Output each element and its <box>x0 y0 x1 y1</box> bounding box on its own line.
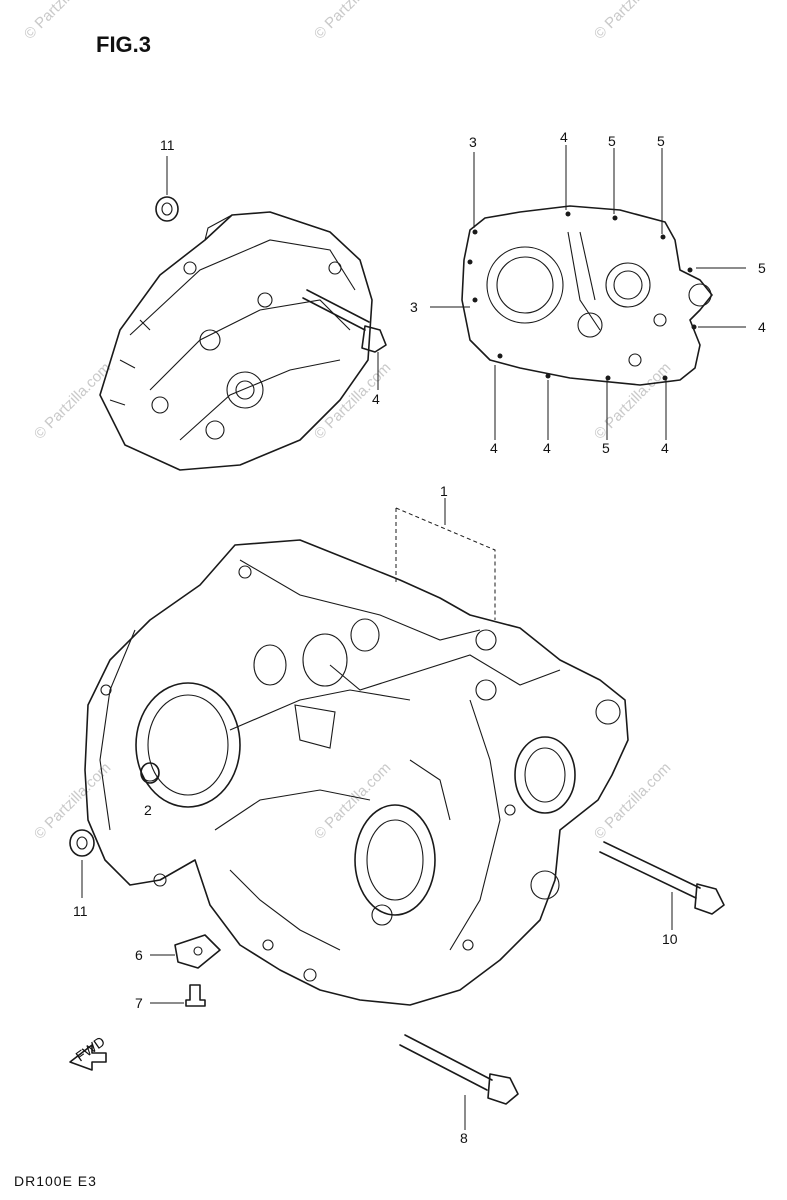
watermark-9: © Partzilla.com <box>591 759 674 842</box>
callout-5-top-1: 5 <box>608 133 616 149</box>
callout-4-bottom-2: 4 <box>543 440 551 456</box>
plate-6 <box>150 934 221 969</box>
screw-7 <box>150 984 206 1007</box>
watermark-3: © Partzilla.com <box>591 0 674 43</box>
callout-3-top: 3 <box>469 134 477 150</box>
bolt-10 <box>599 841 725 930</box>
dowel-pin-lower <box>69 829 95 898</box>
callout-6: 6 <box>135 947 143 963</box>
callout-5-bottom: 5 <box>602 440 610 456</box>
watermark-6: © Partzilla.com <box>591 359 674 442</box>
left-crankcase-half <box>99 196 387 471</box>
dowel-pin-top <box>155 196 179 222</box>
crankcase-gasket <box>461 205 713 386</box>
callout-1: 1 <box>440 483 448 499</box>
dowel-2 <box>140 762 160 784</box>
figure-title: FIG.3 <box>96 32 151 57</box>
bolt-9 <box>302 289 370 331</box>
callout-10: 10 <box>662 931 678 947</box>
callout-8: 8 <box>460 1130 468 1146</box>
callout-11-bottom: 11 <box>73 903 88 919</box>
model-code: DR100E E3 <box>14 1173 97 1189</box>
callout-7: 7 <box>135 995 143 1011</box>
fwd-label: FWD <box>73 1033 108 1064</box>
callout-3-left: 3 <box>410 299 418 315</box>
callout-4-top: 4 <box>560 129 568 145</box>
callout-5-right: 5 <box>758 260 766 276</box>
fwd-arrow: FWD <box>69 1033 108 1071</box>
watermark-2: © Partzilla.com <box>311 0 394 43</box>
callout-5-top-2: 5 <box>657 133 665 149</box>
callout-4-right: 4 <box>758 319 766 335</box>
watermark-1: © Partzilla.com <box>21 0 104 43</box>
callout-4-left-bolt: 4 <box>372 391 380 407</box>
watermark-5: © Partzilla.com <box>311 359 394 442</box>
callout-11-top: 11 <box>160 137 175 153</box>
callout-4-bottom-3: 4 <box>661 440 669 456</box>
callout-labels: 1 2 3 3 4 4 4 4 4 4 5 5 5 5 6 7 8 9 10 1… <box>73 129 766 1146</box>
watermark-4: © Partzilla.com <box>31 359 114 442</box>
watermarks: © Partzilla.com © Partzilla.com © Partzi… <box>21 0 674 843</box>
bolt-8 <box>399 1034 519 1130</box>
callout-4-bottom-1: 4 <box>490 440 498 456</box>
callout-2: 2 <box>144 802 152 818</box>
watermark-8: © Partzilla.com <box>311 759 394 842</box>
crankcase-assembly <box>84 498 629 1006</box>
gasket-leaders <box>430 145 746 440</box>
